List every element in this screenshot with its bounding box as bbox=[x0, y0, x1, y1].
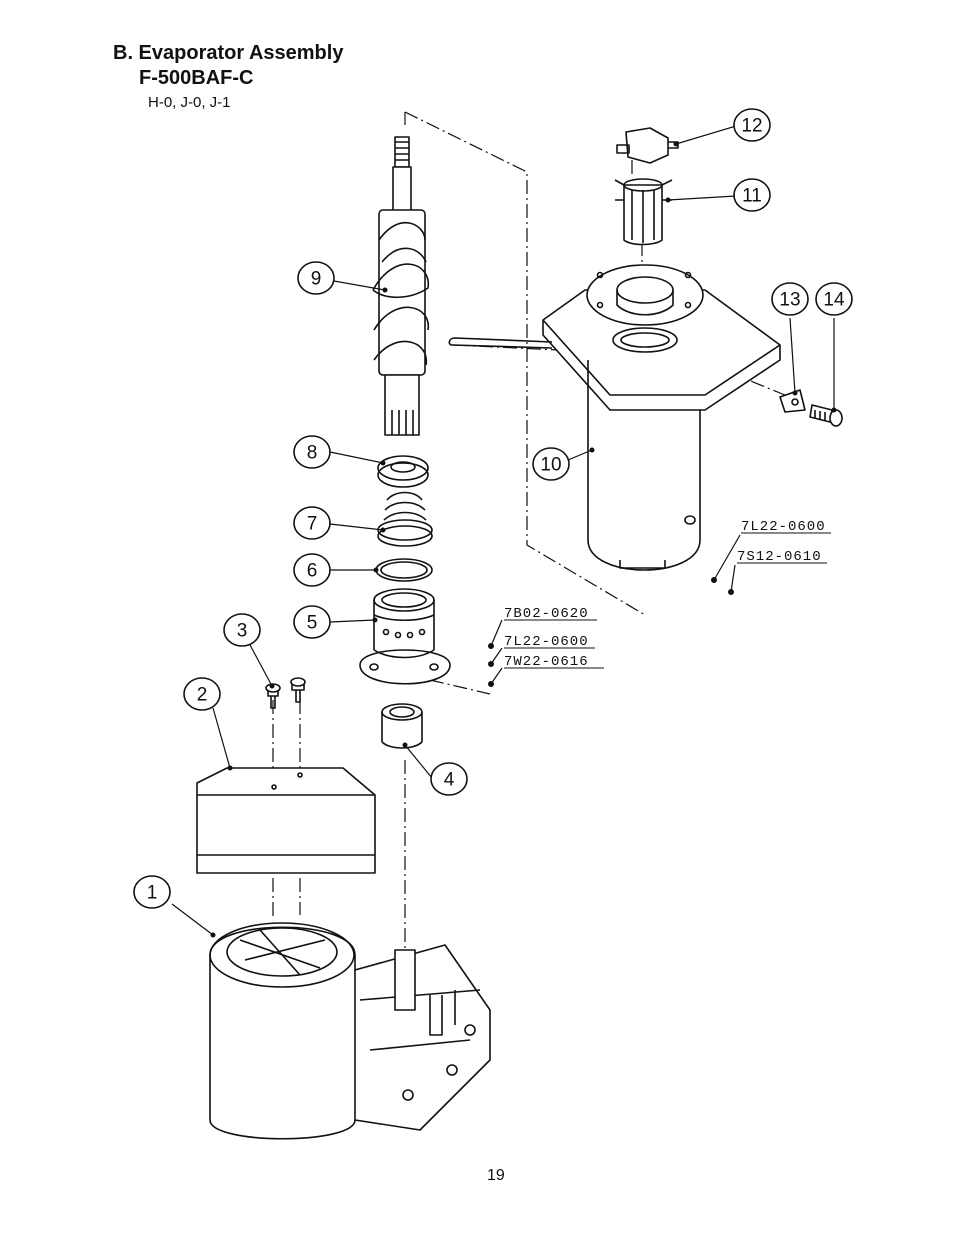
callout-5: 5 bbox=[307, 613, 318, 634]
variant-codes: H-0, J-0, J-1 bbox=[148, 94, 231, 111]
callout-6: 6 bbox=[307, 561, 318, 582]
evaporator-part bbox=[448, 264, 781, 571]
callout-8: 8 bbox=[307, 443, 318, 464]
page-number: 19 bbox=[487, 1167, 505, 1184]
part-code-housing-c: 7W22-0616 bbox=[504, 654, 589, 670]
section-title: B. Evaporator Assembly bbox=[113, 42, 344, 64]
callout-9: 9 bbox=[311, 269, 322, 290]
screws-part bbox=[265, 677, 306, 709]
part-code-underlines bbox=[504, 532, 831, 669]
callout-14: 14 bbox=[823, 290, 845, 311]
callout-3: 3 bbox=[237, 621, 248, 642]
part-code-evaporator-upper: 7L22-0600 bbox=[741, 519, 826, 535]
leader-lines bbox=[171, 125, 835, 936]
cutter-bolt-part bbox=[616, 127, 679, 164]
model-number: F-500BAF-C bbox=[139, 67, 254, 89]
gear-motor-part bbox=[209, 922, 491, 1140]
mechanical-seal-part bbox=[377, 491, 433, 547]
auger-part bbox=[372, 136, 429, 436]
leader-dots bbox=[210, 141, 837, 938]
washer-part bbox=[377, 455, 429, 488]
cutter-part bbox=[614, 178, 673, 246]
callout-13: 13 bbox=[779, 290, 800, 311]
bracket-part bbox=[779, 389, 806, 413]
part-code-housing-a: 7B02-0620 bbox=[504, 606, 589, 622]
callout-11: 11 bbox=[742, 186, 762, 207]
motor-cover-part bbox=[196, 767, 376, 874]
callout-7: 7 bbox=[307, 514, 318, 535]
o-ring-part bbox=[375, 558, 433, 582]
callout-circles bbox=[133, 108, 853, 909]
part-code-evaporator-lower: 7S12-0610 bbox=[737, 549, 822, 565]
callout-1: 1 bbox=[147, 883, 158, 904]
callout-2: 2 bbox=[197, 685, 208, 706]
callout-4: 4 bbox=[444, 770, 455, 791]
spline-coupling-part bbox=[381, 703, 423, 749]
callout-10: 10 bbox=[540, 455, 561, 476]
assembly-guide-lines bbox=[272, 111, 786, 950]
housing-part bbox=[359, 588, 451, 685]
bolt-part bbox=[809, 404, 843, 427]
part-code-housing-b: 7L22-0600 bbox=[504, 634, 589, 650]
callout-12: 12 bbox=[741, 116, 762, 137]
